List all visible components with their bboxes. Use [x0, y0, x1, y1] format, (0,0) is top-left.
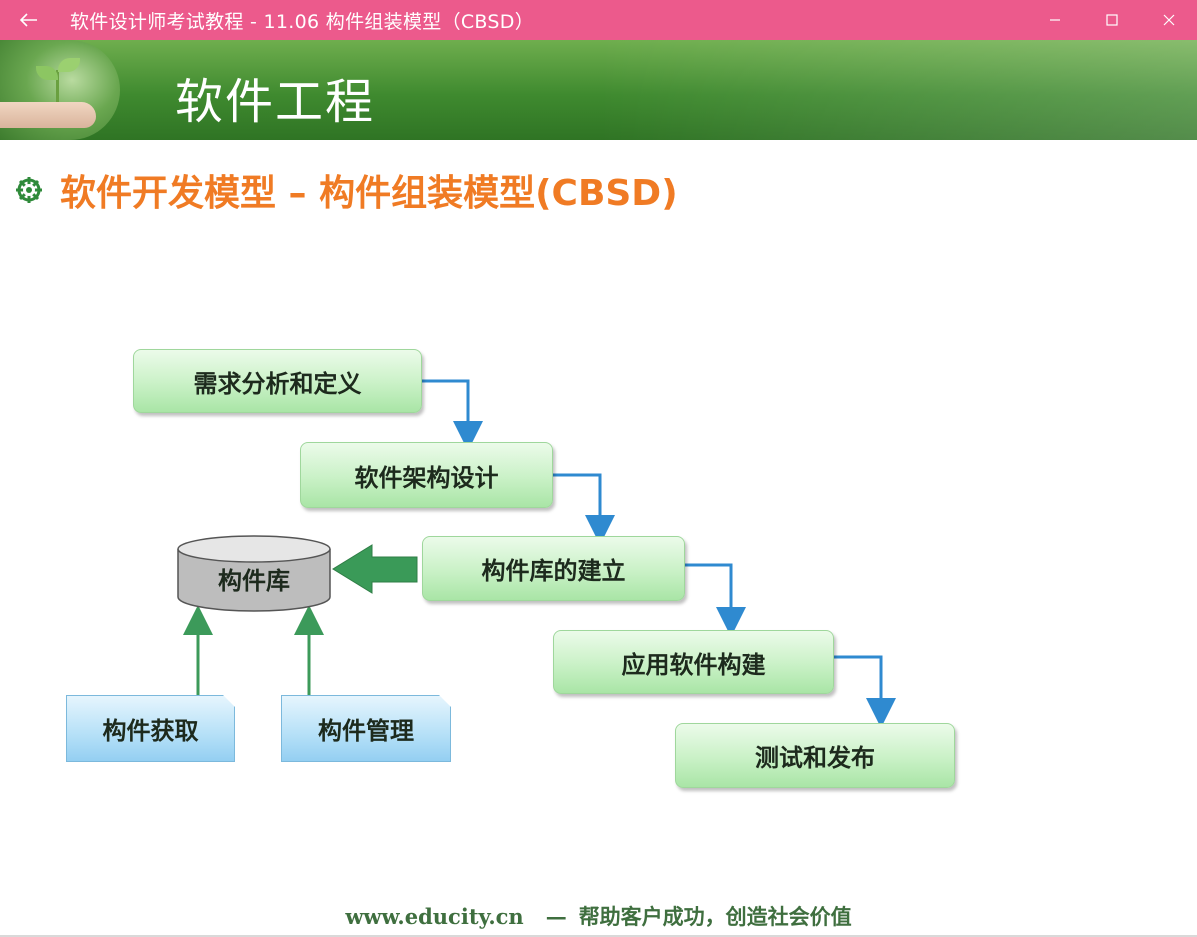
library-arrow	[332, 544, 418, 594]
component-library-label: 构件库	[218, 566, 290, 595]
close-button[interactable]	[1140, 0, 1197, 40]
footer-url: www.educity.cn	[345, 903, 524, 929]
slide-heading: 软件开发模型 – 构件组装模型(CBSD)	[14, 164, 678, 216]
footer-dash: —	[545, 903, 567, 929]
step-library-build: 构件库的建立	[422, 536, 685, 601]
step-app-construction: 应用软件构建	[553, 630, 834, 694]
minimize-button[interactable]	[1026, 0, 1083, 40]
slide-footer: www.educity.cn — 帮助客户成功，创造社会价值	[0, 900, 1197, 932]
flow-arrow-1	[422, 379, 483, 451]
back-button[interactable]	[0, 0, 58, 40]
window-titlebar: 软件设计师考试教程 - 11.06 构件组装模型（CBSD）	[0, 0, 1197, 40]
window-title: 软件设计师考试教程 - 11.06 构件组装模型（CBSD）	[70, 10, 535, 33]
heading-text: 软件开发模型 – 构件组装模型(CBSD)	[60, 173, 678, 214]
flow-arrow-4	[834, 655, 896, 728]
step-test-release: 测试和发布	[675, 723, 955, 788]
minimize-icon	[1049, 19, 1060, 21]
step-requirements: 需求分析和定义	[133, 349, 422, 413]
maximize-icon	[1105, 14, 1118, 26]
footer-slogan: 帮助客户成功，创造社会价值	[578, 904, 852, 929]
banner-title: 软件工程	[175, 74, 376, 130]
flow-arrow-2	[553, 473, 615, 545]
sprout-in-hand-image	[0, 40, 120, 140]
slide-banner: 软件工程	[0, 40, 1197, 140]
component-management: 构件管理	[281, 695, 451, 762]
component-acquisition: 构件获取	[66, 695, 235, 762]
close-icon	[1163, 14, 1174, 26]
bottom-divider	[0, 935, 1197, 937]
back-arrow-icon	[20, 13, 37, 27]
wheel-bullet-icon	[16, 177, 42, 203]
step-architecture: 软件架构设计	[300, 442, 553, 508]
flow-arrow-3	[685, 563, 746, 637]
maximize-button[interactable]	[1083, 0, 1140, 40]
window-controls	[1026, 0, 1197, 40]
